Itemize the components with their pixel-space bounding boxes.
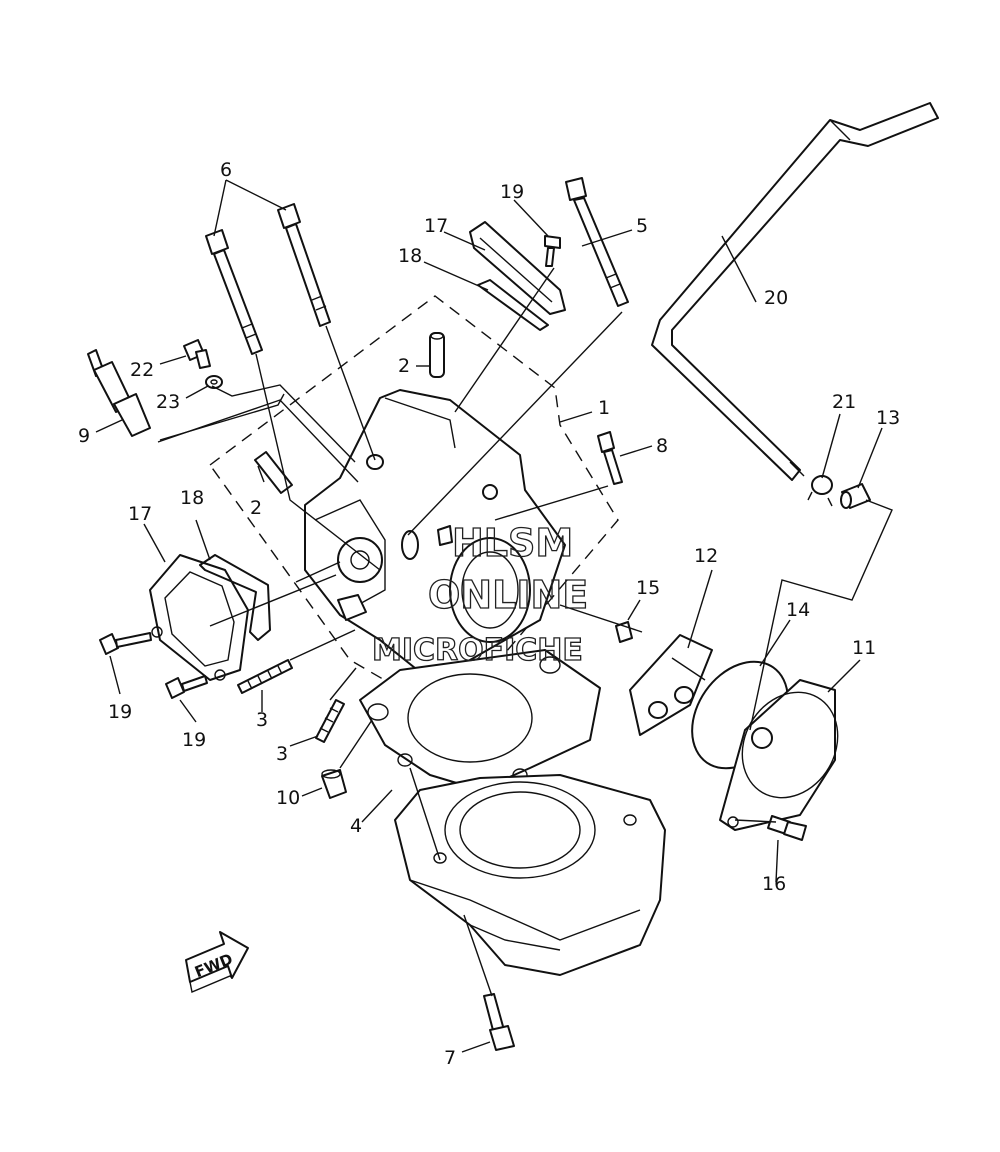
callout-9: 9 bbox=[78, 425, 90, 447]
callout-19-left-lower: 19 bbox=[182, 729, 206, 751]
cylinder-head bbox=[304, 389, 566, 681]
callout-11: 11 bbox=[852, 637, 876, 659]
callout-3-upper: 3 bbox=[256, 709, 268, 731]
forward-arrow-icon: FWD bbox=[185, 931, 249, 993]
head-bolt-5 bbox=[565, 177, 629, 307]
valve-guide-top bbox=[429, 332, 445, 378]
callout-8: 8 bbox=[656, 435, 668, 457]
callout-7: 7 bbox=[444, 1047, 456, 1069]
stud-bolt-upper bbox=[237, 659, 293, 694]
callout-17-left: 17 bbox=[128, 503, 152, 525]
bolt-19-left-lower bbox=[165, 675, 208, 699]
gasket-plate-12 bbox=[629, 634, 713, 736]
o-ring-left bbox=[199, 554, 271, 641]
breather-hose bbox=[651, 102, 939, 481]
watermark-line-1: HLSM bbox=[452, 521, 573, 565]
callout-3-lower: 3 bbox=[276, 743, 288, 765]
dowel-pin bbox=[321, 769, 347, 799]
callout-20: 20 bbox=[764, 287, 788, 309]
cylinder-head-gasket bbox=[359, 649, 601, 791]
callout-22: 22 bbox=[130, 359, 154, 381]
hose-clip bbox=[807, 475, 833, 507]
callout-12: 12 bbox=[694, 545, 718, 567]
head-cover-top bbox=[469, 221, 566, 315]
callout-4: 4 bbox=[350, 815, 362, 837]
head-cover-left bbox=[149, 554, 249, 681]
callout-10: 10 bbox=[276, 787, 300, 809]
callout-21: 21 bbox=[832, 391, 856, 413]
bolt-19-left-upper bbox=[99, 632, 152, 655]
callout-23: 23 bbox=[156, 391, 180, 413]
washer-23 bbox=[205, 375, 223, 389]
bolt-15 bbox=[615, 621, 633, 643]
valve-guide-left bbox=[254, 451, 293, 494]
watermark: HLSM ONLINE MICROFICHE bbox=[371, 520, 589, 668]
cylinder-block bbox=[394, 774, 666, 976]
callout-17-top: 17 bbox=[424, 215, 448, 237]
callout-2-top: 2 bbox=[398, 355, 410, 377]
callout-14: 14 bbox=[786, 599, 810, 621]
callout-labels: 1 2 2 3 3 4 5 6 7 8 9 10 11 12 13 14 15 … bbox=[78, 159, 900, 1069]
o-ring-top bbox=[477, 279, 549, 331]
cover-11 bbox=[719, 679, 839, 831]
callout-15: 15 bbox=[636, 577, 660, 599]
callout-1: 1 bbox=[598, 397, 610, 419]
spark-plug bbox=[87, 349, 151, 437]
bolt-22 bbox=[183, 339, 211, 369]
bolt-8 bbox=[597, 431, 623, 485]
callout-13: 13 bbox=[876, 407, 900, 429]
bolt-16 bbox=[767, 815, 807, 841]
stud-bolt-lower bbox=[315, 699, 345, 743]
hose-fitting bbox=[840, 483, 871, 509]
callout-5: 5 bbox=[636, 215, 648, 237]
leader-lines bbox=[95, 179, 893, 1053]
assembly-dashed-outline bbox=[209, 295, 619, 719]
callout-2-left: 2 bbox=[250, 497, 262, 519]
callout-6: 6 bbox=[220, 159, 232, 181]
callout-19-left-upper: 19 bbox=[108, 701, 132, 723]
callout-18-left: 18 bbox=[180, 487, 204, 509]
head-bolt-6-right bbox=[277, 203, 331, 327]
callout-18-top: 18 bbox=[398, 245, 422, 267]
callout-19-top: 19 bbox=[500, 181, 524, 203]
watermark-line-3: MICROFICHE bbox=[372, 633, 583, 668]
callout-16: 16 bbox=[762, 873, 786, 895]
watermark-line-2: ONLINE bbox=[428, 573, 588, 617]
head-bolt-6-left bbox=[205, 229, 263, 355]
bolt-7 bbox=[483, 993, 515, 1051]
bolt-19-top bbox=[544, 235, 561, 267]
